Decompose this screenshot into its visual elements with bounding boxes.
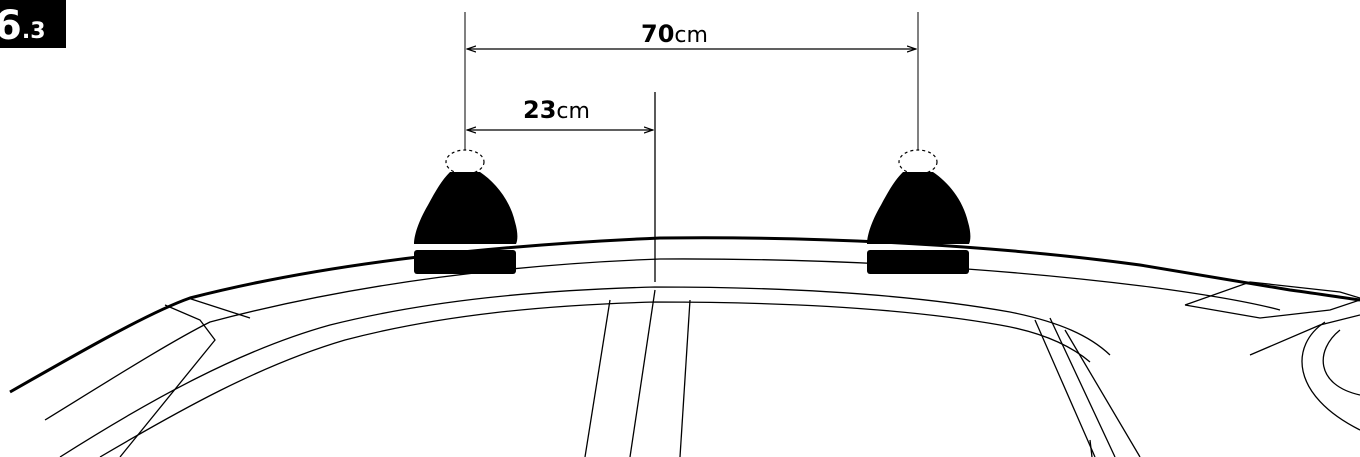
dimension-label-23: 23cm [523,96,590,124]
rear-spoiler [1184,281,1360,319]
b-pillar-line-1 [584,299,611,457]
rear-window-line [1249,314,1360,356]
c-pillar-line-4 [1089,439,1093,457]
step-number-badge: 6 .3 [0,0,66,48]
roof-inner-line [44,258,1281,421]
door-frame-line [59,286,1111,457]
dimension-value-70: 70 [641,20,675,48]
car-outline [9,236,1360,457]
c-pillar-line-1 [1034,319,1096,457]
right-rack-foot [867,149,971,274]
b-pillar-line-3 [679,299,691,457]
step-major-number: 6 [0,3,22,48]
c-pillar-line-3 [1064,329,1141,457]
step-minor-number: .3 [21,19,46,44]
dimension-unit-70: cm [674,23,708,48]
rear-window-line-2 [1322,329,1360,396]
dimension-value-23: 23 [523,96,557,124]
left-bar-position-outline [445,149,485,175]
dimension-label-70: 70cm [641,20,708,48]
c-pillar-line-2 [1049,317,1116,457]
rear-window-line-3 [1301,321,1360,431]
left-rack-foot [414,149,518,274]
right-bar-position-outline [898,149,938,175]
roof-edge-line [9,236,1360,394]
door-frame-line-inner [99,301,1091,457]
b-pillar-line-2 [629,289,656,457]
front-pillar-line [119,304,216,457]
front-pillar-line-2 [187,297,251,319]
dimension-unit-23: cm [556,99,590,124]
